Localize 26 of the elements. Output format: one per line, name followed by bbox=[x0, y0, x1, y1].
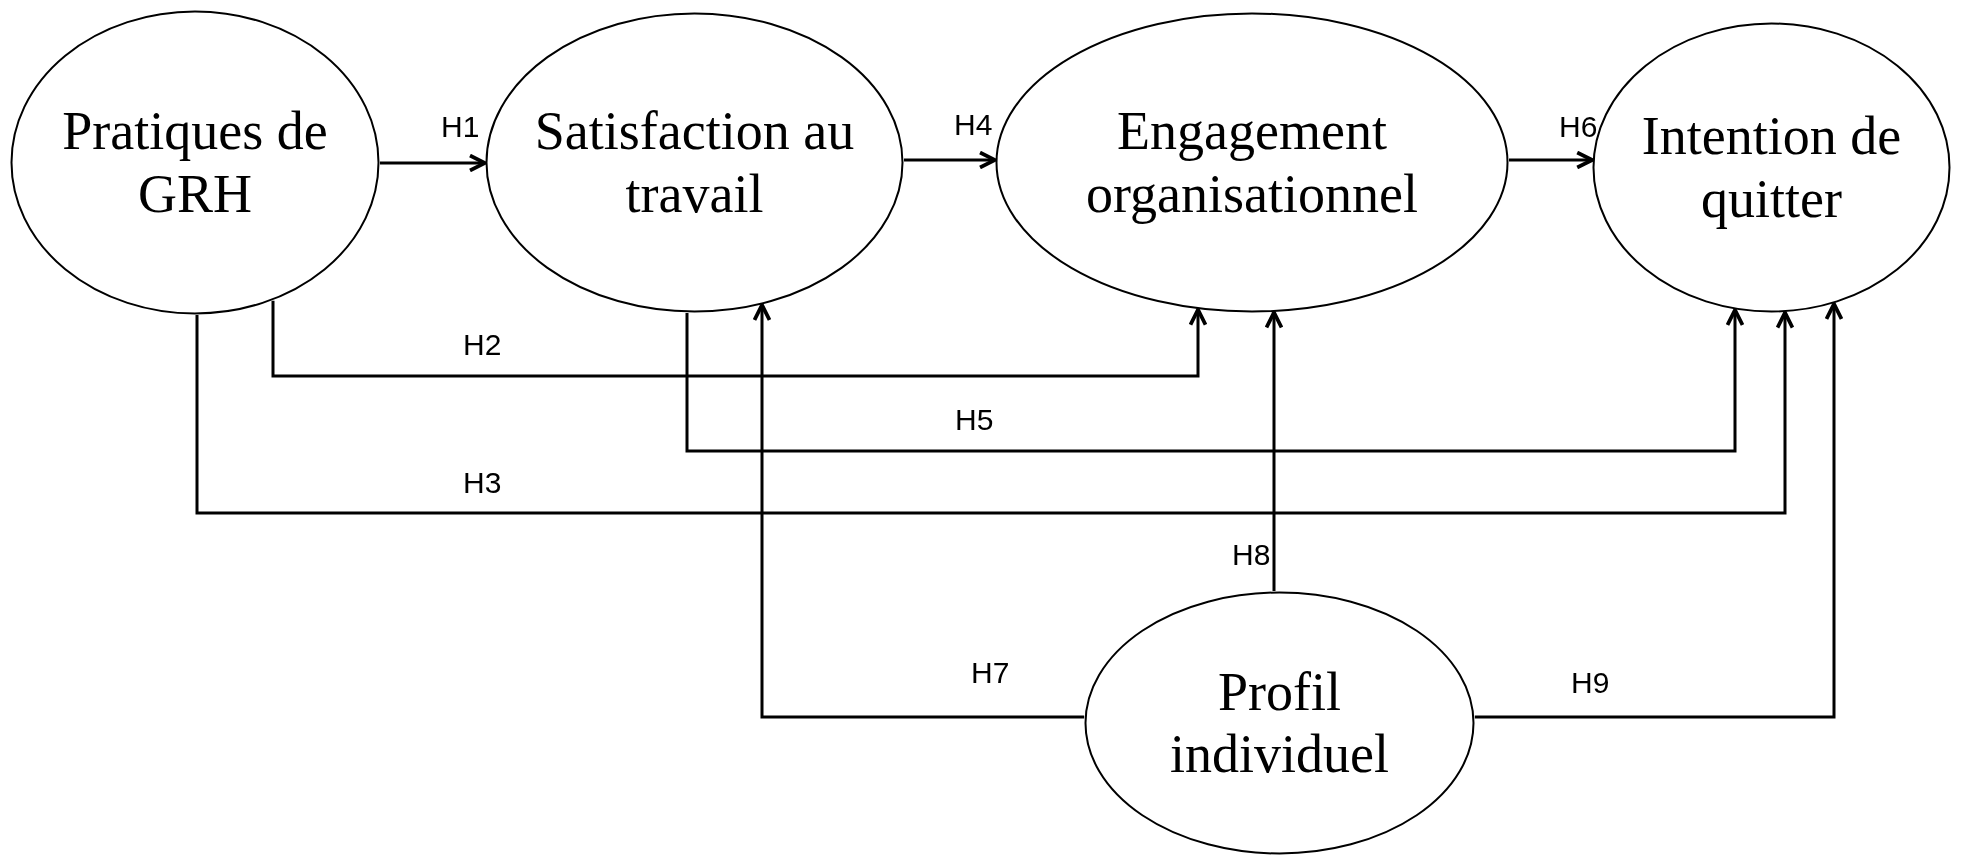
arrow bbox=[685, 308, 1745, 453]
edge-label: H9 bbox=[1571, 668, 1610, 698]
edge-label: H3 bbox=[463, 468, 502, 498]
ellipse-node bbox=[995, 12, 1509, 313]
node-label: Intention de quitter bbox=[1640, 105, 1903, 230]
ellipse-node bbox=[485, 12, 904, 313]
edge-label: H6 bbox=[1559, 112, 1598, 142]
node-label: Satisfaction au travail bbox=[533, 100, 856, 225]
arrow bbox=[1264, 310, 1284, 592]
node-label: Profil individuel bbox=[1169, 660, 1390, 786]
edge-label: H1 bbox=[441, 112, 480, 142]
edge-label: H5 bbox=[955, 405, 994, 435]
arrow bbox=[903, 150, 997, 170]
edge-label: H2 bbox=[463, 330, 502, 360]
edge-label: H4 bbox=[954, 110, 993, 140]
ellipse-node bbox=[1084, 591, 1475, 855]
arrow bbox=[380, 153, 487, 173]
arrow bbox=[271, 300, 1208, 378]
arrow bbox=[752, 303, 1085, 719]
edge-label: H7 bbox=[971, 658, 1010, 688]
ellipse-node bbox=[10, 10, 380, 315]
node-label: Engagement organisationnel bbox=[1085, 100, 1419, 225]
arrow bbox=[195, 310, 1795, 515]
arrow bbox=[1474, 302, 1844, 719]
node-label: Pratiques de GRH bbox=[61, 100, 329, 225]
edge-label: H8 bbox=[1232, 540, 1271, 570]
